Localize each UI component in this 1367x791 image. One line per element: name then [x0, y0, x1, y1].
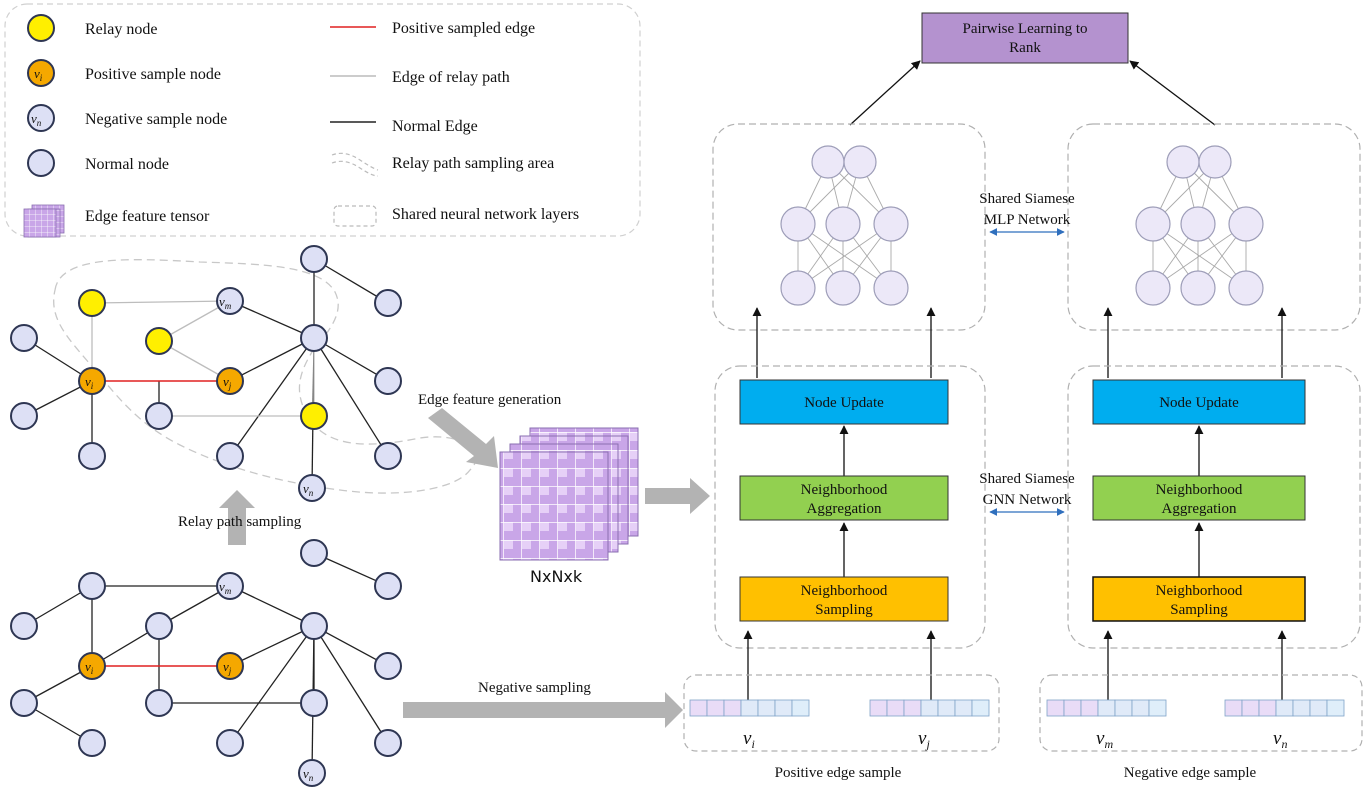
legend-positive-node-icon — [27, 59, 55, 87]
vj-label: vj — [918, 728, 930, 751]
legend-positive-node-symbol: vi — [34, 66, 43, 83]
negative-edge-sample-frame — [1039, 674, 1363, 752]
right-mlp-frame — [1067, 123, 1361, 331]
positive-edge-sample-label: Positive edge sample — [775, 765, 902, 781]
left-mlp-frame — [712, 123, 986, 331]
negative-edge-sample-label: Negative edge sample — [1124, 765, 1257, 781]
bottom-node-vm-label: vm — [219, 579, 232, 596]
shared-mlp-line1: Shared Siamese — [979, 191, 1075, 207]
pairwise-ranking-line1: Pairwise Learning to — [963, 21, 1088, 37]
right-node-update-box — [1092, 379, 1306, 425]
bottom-node-vn-label: vn — [303, 766, 314, 783]
right-sampling-line1: Neighborhood — [1156, 583, 1243, 599]
legend-positive-edge-label: Positive sampled edge — [392, 20, 535, 37]
edge-feature-tensor — [499, 427, 639, 561]
vm-label: vm — [1096, 728, 1113, 751]
vi-label: vi — [743, 728, 755, 751]
legend-relay-node-icon — [27, 14, 55, 42]
right-aggregation-box — [1092, 475, 1306, 521]
edge-feature-arrow-icon — [428, 408, 498, 468]
left-aggregation-line2: Aggregation — [807, 501, 882, 517]
left-sampling-line1: Neighborhood — [801, 583, 888, 599]
vn-label: vn — [1273, 728, 1287, 751]
legend-negative-node-label: Negative sample node — [85, 111, 227, 128]
right-node-update-label: Node Update — [1159, 395, 1239, 411]
vm-embedding — [1046, 699, 1167, 717]
legend-edge-feature-tensor-label: Edge feature tensor — [85, 208, 210, 225]
shared-gnn-line2: GNN Network — [983, 492, 1072, 508]
relay-graph-nodes — [10, 245, 402, 502]
legend: Relay node vi Positive sample node vn Ne… — [4, 3, 641, 238]
legend-normal-edge-label: Normal Edge — [392, 118, 478, 135]
left-gnn-frame — [714, 365, 986, 649]
negative-sampling-arrow-icon — [403, 692, 683, 728]
bottom-node-vi-label: vi — [85, 659, 94, 676]
vi-embedding — [689, 699, 810, 717]
original-graph-nodes — [10, 539, 402, 787]
relay-sampling-area — [53, 259, 477, 494]
right-mlp-network — [1135, 145, 1264, 306]
legend-shared-layers-label: Shared neural network layers — [392, 206, 579, 223]
pairwise-ranking-line2: Rank — [1009, 40, 1041, 56]
right-sampling-line2: Sampling — [1170, 602, 1228, 618]
left-mlp-to-rank-arrow — [849, 60, 921, 126]
shared-gnn-line1: Shared Siamese — [979, 471, 1075, 487]
legend-sampling-area-icon — [331, 152, 379, 171]
left-sampling-box — [739, 576, 949, 622]
right-mlp-to-rank-arrow — [1129, 60, 1216, 126]
vn-embedding — [1224, 699, 1345, 717]
bottom-node-vj-label: vj — [223, 659, 232, 676]
relay-sampling-label: Relay path sampling — [178, 514, 302, 530]
left-sampling-line2: Sampling — [815, 602, 873, 618]
shared-mlp-line2: MLP Network — [984, 212, 1071, 228]
right-aggregation-line2: Aggregation — [1162, 501, 1237, 517]
positive-edge-sample-frame — [683, 674, 1000, 752]
top-node-vm-label: vm — [219, 294, 232, 311]
top-node-vi-label: vi — [85, 374, 94, 391]
left-mlp-network — [780, 145, 909, 306]
left-node-update-label: Node Update — [804, 395, 884, 411]
tensor-to-gnn-arrow-icon — [645, 478, 710, 514]
original-graph: vi vj vm vn — [10, 539, 402, 787]
edge-feature-tensor-icon — [23, 204, 65, 238]
tensor-size-label: NxNxk — [530, 567, 583, 586]
top-node-vn-label: vn — [303, 481, 314, 498]
right-aggregation-line1: Neighborhood — [1156, 482, 1243, 498]
right-sampling-box — [1092, 576, 1306, 622]
top-node-vj-label: vj — [223, 374, 232, 391]
edge-feature-generation-label: Edge feature generation — [418, 392, 562, 408]
legend-positive-node-label: Positive sample node — [85, 66, 221, 83]
left-aggregation-box — [739, 475, 949, 521]
left-node-update-box — [739, 379, 949, 425]
relay-graph: vi vj vm vn — [10, 245, 477, 502]
relay-sampling-arrow-icon — [219, 490, 255, 545]
right-gnn-frame — [1067, 365, 1361, 649]
legend-negative-node-symbol: vn — [31, 111, 42, 128]
legend-relay-node-label: Relay node — [85, 21, 157, 38]
legend-shared-layers-icon — [333, 205, 377, 227]
legend-normal-node-icon — [27, 149, 55, 177]
legend-sampling-area-label: Relay path sampling area — [392, 155, 554, 172]
legend-relay-edge-label: Edge of relay path — [392, 69, 510, 86]
relay-graph-relay-edges — [91, 300, 315, 417]
legend-negative-node-icon — [27, 104, 55, 132]
negative-sampling-label: Negative sampling — [478, 680, 591, 696]
legend-normal-node-label: Normal node — [85, 156, 169, 173]
left-aggregation-line1: Neighborhood — [801, 482, 888, 498]
vj-embedding — [869, 699, 990, 717]
legend-frame — [4, 3, 641, 237]
pairwise-ranking-box — [921, 12, 1129, 64]
